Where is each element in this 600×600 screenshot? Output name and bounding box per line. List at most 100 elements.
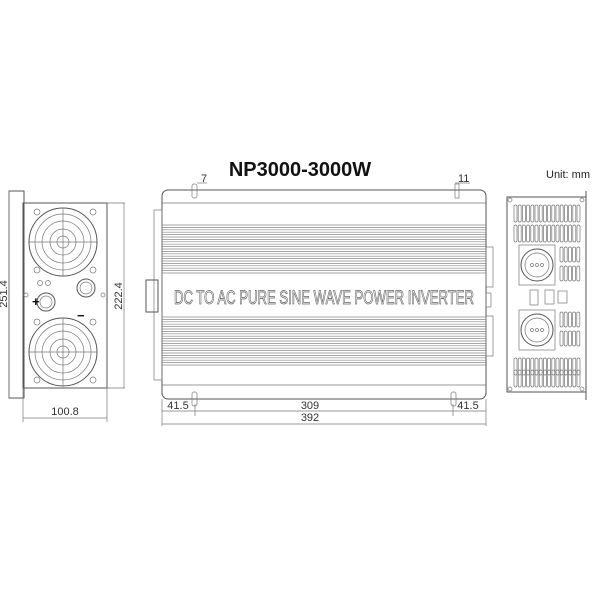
dim-length: 392 xyxy=(301,412,319,424)
vent-slots xyxy=(513,204,581,388)
vent-slot xyxy=(576,330,581,347)
vent-slot xyxy=(538,357,543,376)
vent-slot xyxy=(551,369,556,388)
vent-slot xyxy=(513,357,518,376)
vent-slot xyxy=(572,311,576,328)
vent-slot xyxy=(547,204,551,223)
vent-slot xyxy=(534,224,539,243)
vent-slot xyxy=(576,265,581,282)
vent-slot xyxy=(572,357,577,376)
vent-slot xyxy=(513,224,518,243)
vent-slot xyxy=(564,224,568,243)
vent-slot xyxy=(530,224,535,243)
vent-slot xyxy=(568,265,572,282)
vent-slot xyxy=(551,204,556,223)
vent-slot xyxy=(543,369,547,388)
vent-slot xyxy=(576,357,581,376)
vent-slot xyxy=(572,204,577,223)
heatsink-ribs xyxy=(162,224,486,366)
vent-slot xyxy=(576,246,581,263)
socket-top-icon xyxy=(518,244,556,286)
vent-slot xyxy=(572,224,577,243)
banner-text: DC TO AC PURE SINE WAVE POWER INVERTER xyxy=(174,288,474,309)
vent-slot xyxy=(526,224,530,243)
fan-bottom-icon xyxy=(28,317,98,387)
vent-slot xyxy=(555,369,560,388)
dim-height-inner: 222.4 xyxy=(113,282,125,310)
vent-slot xyxy=(517,204,522,223)
vent-slot xyxy=(572,265,576,282)
negative-terminal-icon xyxy=(76,278,96,298)
vent-slot xyxy=(563,246,568,263)
vent-slot xyxy=(522,204,526,223)
vent-slot xyxy=(526,204,530,223)
vent-slot xyxy=(568,330,572,347)
vent-slot xyxy=(568,246,572,263)
dim-height-outer: 251.4 xyxy=(0,280,10,308)
vent-slot xyxy=(559,357,564,376)
vent-slot xyxy=(555,357,560,376)
vent-slot xyxy=(538,204,543,223)
vent-slot xyxy=(538,369,543,388)
vent-slot xyxy=(534,204,539,223)
vent-slot xyxy=(568,311,572,328)
vent-slot xyxy=(534,369,539,388)
vent-slot xyxy=(559,265,564,282)
title: NP3000-3000W xyxy=(229,159,371,181)
vent-slot xyxy=(576,311,581,328)
vent-slot xyxy=(517,369,522,388)
dim-width: 100.8 xyxy=(51,406,79,418)
vent-slot xyxy=(534,357,539,376)
dim-span: 309 xyxy=(301,400,319,412)
vent-slot xyxy=(576,224,581,243)
positive-terminal-icon xyxy=(36,292,56,312)
rear-view xyxy=(506,191,587,400)
vent-slot xyxy=(559,204,564,223)
vent-slot xyxy=(576,204,581,223)
vent-slot xyxy=(530,204,535,223)
vent-slot xyxy=(563,330,568,347)
plus-label: + xyxy=(32,294,40,309)
vent-slot xyxy=(522,224,526,243)
vent-slot xyxy=(530,369,535,388)
minus-label: − xyxy=(77,308,85,323)
vent-slot xyxy=(513,369,518,388)
vent-slot xyxy=(559,330,564,347)
side-view: DC TO AC PURE SINE WAVE POWER INVERTER 7… xyxy=(145,173,494,426)
vent-slot xyxy=(543,224,547,243)
vent-slot xyxy=(517,357,522,376)
vent-slot xyxy=(513,204,518,223)
vent-slot xyxy=(559,311,564,328)
vent-slot xyxy=(522,369,526,388)
vent-slot xyxy=(543,204,547,223)
vent-slot xyxy=(517,224,522,243)
dim-right-offset: 41.5 xyxy=(457,400,478,412)
vent-slot xyxy=(576,369,581,388)
power-switch-icon xyxy=(529,289,539,306)
vent-slot xyxy=(547,224,551,243)
dim-top-left: 7 xyxy=(201,173,207,185)
vent-slot xyxy=(563,265,568,282)
dim-top-right: 11 xyxy=(458,173,469,185)
usb-port-icon xyxy=(544,289,555,305)
vent-slot xyxy=(572,369,577,388)
vent-slot xyxy=(564,369,568,388)
vent-slot xyxy=(522,357,526,376)
vent-slot xyxy=(551,357,556,376)
vent-slot xyxy=(543,357,547,376)
vent-slot xyxy=(564,204,568,223)
vent-slot xyxy=(572,330,576,347)
vent-slot xyxy=(526,357,530,376)
socket-bottom-icon xyxy=(518,309,556,351)
vent-slot xyxy=(547,369,551,388)
dim-left-offset: 41.5 xyxy=(167,400,188,412)
vent-slot xyxy=(568,204,572,223)
fan-top-icon xyxy=(28,207,98,277)
front-view: + − 251.4 222.4 100.8 xyxy=(0,190,125,422)
vent-slot xyxy=(526,369,530,388)
vent-slot xyxy=(559,369,564,388)
vent-slot xyxy=(559,246,564,263)
vent-slot xyxy=(572,246,576,263)
vent-slot xyxy=(568,369,572,388)
vent-slot xyxy=(538,224,543,243)
